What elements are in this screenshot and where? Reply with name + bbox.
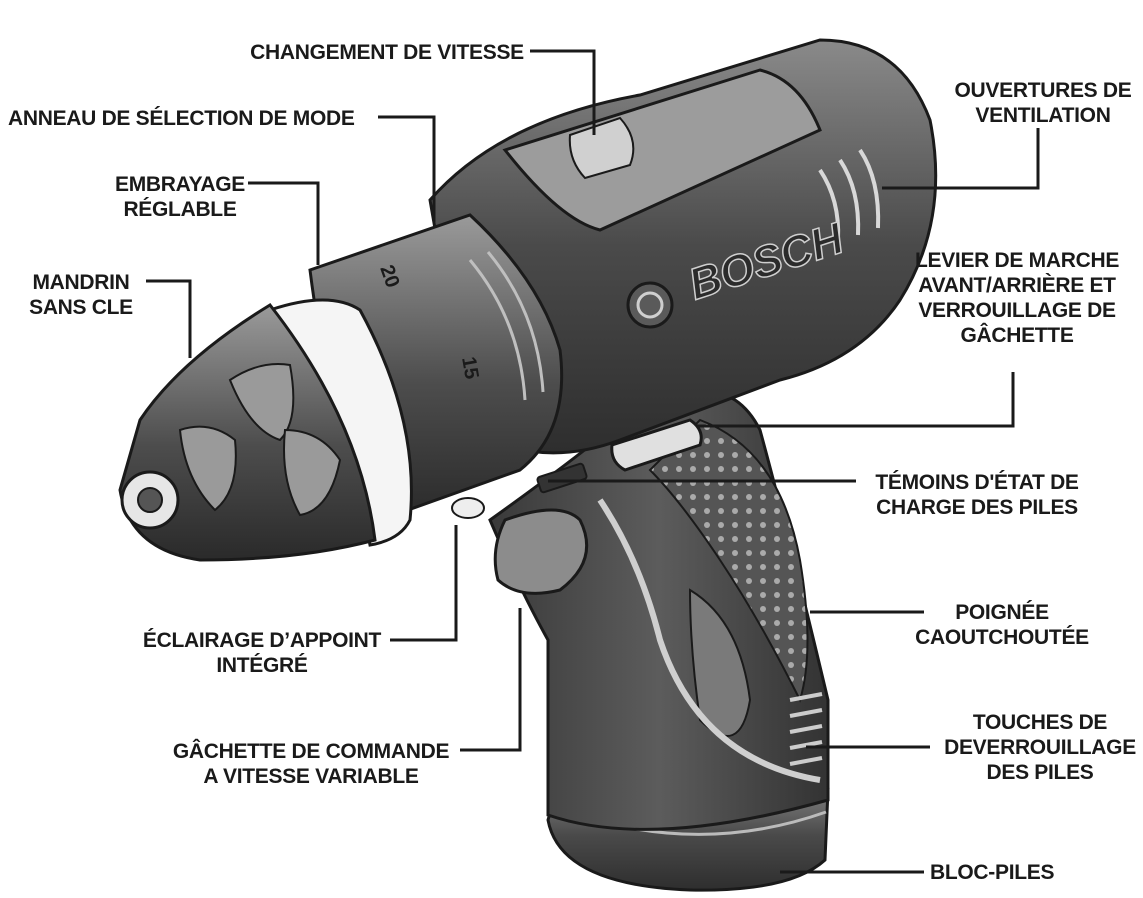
handle-side-panel bbox=[688, 588, 752, 737]
label-speed-change: CHANGEMENT DE VITESSE bbox=[250, 41, 524, 64]
handle-highlight bbox=[597, 498, 821, 783]
label-trigger: GÂCHETTE DE COMMANDE A VITESSE VARIABLE bbox=[172, 740, 450, 788]
chuck-grip-slots bbox=[178, 363, 342, 517]
leader-trigger bbox=[460, 608, 522, 752]
label-grip: POIGNÉE CAOUTCHOUTÉE bbox=[915, 601, 1089, 649]
label-fwd-rev-lever: LEVIER DE MARCHE AVANT/ARRIÈRE ET VERROU… bbox=[914, 249, 1120, 347]
label-vents: OUVERTURES DE VENTILATION bbox=[954, 79, 1132, 127]
leader-clutch bbox=[248, 181, 320, 265]
leader-lines bbox=[146, 49, 1040, 874]
label-chuck: MANDRIN SANS CLE bbox=[29, 271, 133, 319]
battery-release-ribs bbox=[789, 692, 823, 766]
battery-gauge bbox=[536, 462, 588, 494]
label-battery-pack: BLOC-PILES bbox=[930, 861, 1055, 884]
trigger-shape bbox=[493, 508, 589, 595]
clutch-number-15: 15 bbox=[457, 355, 483, 381]
leader-light bbox=[390, 525, 458, 642]
leader-chuck bbox=[146, 279, 192, 358]
leader-fwd-rev bbox=[697, 372, 1015, 428]
label-release-buttons: TOUCHES DE DEVERROUILLAGE DES PILES bbox=[944, 711, 1136, 784]
label-clutch: EMBRAYAGE RÉGLABLE bbox=[115, 173, 245, 221]
top-gear-selector bbox=[502, 68, 822, 232]
leader-mode-ring bbox=[378, 115, 436, 222]
vent-slots bbox=[818, 148, 881, 241]
bosch-logo-ring bbox=[636, 291, 664, 319]
label-mode-ring: ANNEAU DE SÉLECTION DE MODE bbox=[8, 107, 355, 130]
bosch-logo-badge bbox=[626, 281, 674, 329]
label-battery-gauge: TÉMOINS D'ÉTAT DE CHARGE DES PILES bbox=[875, 471, 1079, 519]
leader-speed-change bbox=[530, 49, 596, 135]
speed-switch bbox=[568, 116, 635, 180]
clutch-ridges bbox=[468, 251, 545, 401]
work-light bbox=[451, 497, 485, 519]
fwd-rev-lever bbox=[610, 418, 703, 472]
label-light: ÉCLAIRAGE D’APPOINT INTÉGRÉ bbox=[142, 629, 382, 677]
leader-vents bbox=[882, 128, 1040, 190]
bit-socket bbox=[137, 487, 163, 513]
